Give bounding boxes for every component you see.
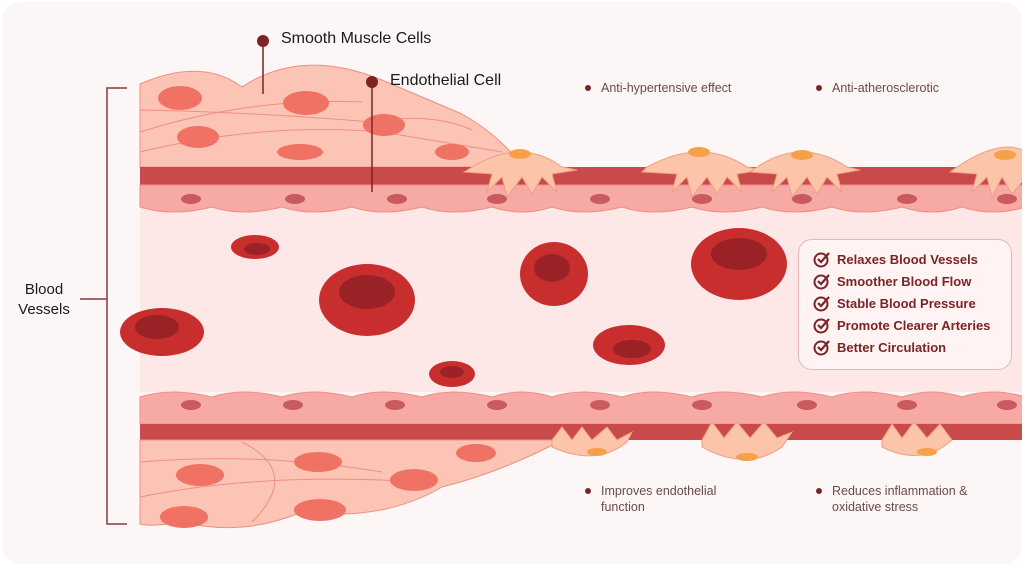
endothelial-cell-label: Endothelial Cell bbox=[390, 72, 502, 89]
check-circle-icon bbox=[813, 340, 830, 356]
note-anti-hypertensive: Anti-hypertensive effect bbox=[585, 80, 731, 96]
endothelium-bottom bbox=[139, 391, 1022, 425]
smooth-muscle-top bbox=[139, 64, 523, 168]
adhesion-cells bbox=[462, 146, 1022, 460]
check-circle-icon bbox=[813, 318, 830, 334]
check-circle-icon bbox=[813, 296, 830, 312]
label-pointers bbox=[257, 35, 378, 192]
benefit-item: Promote Clearer Arteries bbox=[813, 314, 1011, 336]
note-inflammation: Reduces inflammation &oxidative stress bbox=[816, 483, 967, 515]
red-blood-cells bbox=[120, 228, 787, 387]
benefit-item: Better Circulation bbox=[813, 336, 1011, 358]
benefit-item: Stable Blood Pressure bbox=[813, 292, 1011, 314]
muscle-nuclei-bottom bbox=[160, 444, 496, 528]
smooth-muscle-label: Smooth Muscle Cells bbox=[281, 30, 432, 47]
endothelium-top bbox=[139, 184, 1022, 213]
vessel-wall-top bbox=[140, 167, 1022, 185]
benefit-item: Smoother Blood Flow bbox=[813, 270, 1011, 292]
muscle-nuclei bbox=[158, 86, 469, 160]
note-anti-atherosclerotic: Anti-atherosclerotic bbox=[816, 80, 939, 96]
benefits-box: Relaxes Blood Vessels Smoother Blood Flo… bbox=[798, 239, 1012, 370]
benefit-item: Relaxes Blood Vessels bbox=[813, 248, 1011, 270]
blood-vessels-bracket bbox=[80, 87, 127, 525]
check-circle-icon bbox=[813, 274, 830, 290]
check-circle-icon bbox=[813, 252, 830, 268]
